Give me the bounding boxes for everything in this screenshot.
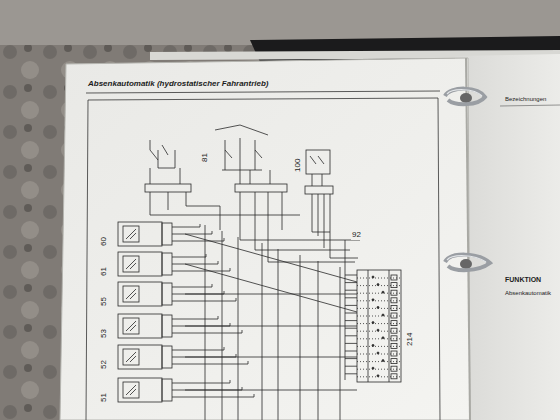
callout-number: 92 — [351, 231, 362, 240]
callout-number: 52 — [100, 360, 109, 369]
sensor-box — [118, 222, 162, 246]
body-text: Absenkautomatik — [505, 290, 551, 297]
sensor-box — [118, 314, 162, 338]
callout-number: 100 — [294, 159, 303, 172]
callout-number: 53 — [100, 329, 109, 338]
section-heading: Bezeichnungen — [505, 96, 546, 103]
callout-number: 214 — [406, 333, 415, 346]
page-title: Absenkautomatik (hydrostatischer Fahrant… — [88, 80, 268, 89]
sensor-box — [118, 252, 162, 276]
sensor-box — [118, 282, 162, 306]
section-heading: FUNKTION — [505, 276, 541, 284]
callout-number: 61 — [100, 267, 109, 276]
callout-number: 51 — [100, 393, 109, 402]
callout-number: 81 — [201, 153, 210, 162]
callout-number: 55 — [100, 297, 109, 306]
sensor-box — [118, 345, 162, 369]
callout-number: 60 — [100, 237, 109, 246]
sensor-box — [118, 378, 162, 402]
